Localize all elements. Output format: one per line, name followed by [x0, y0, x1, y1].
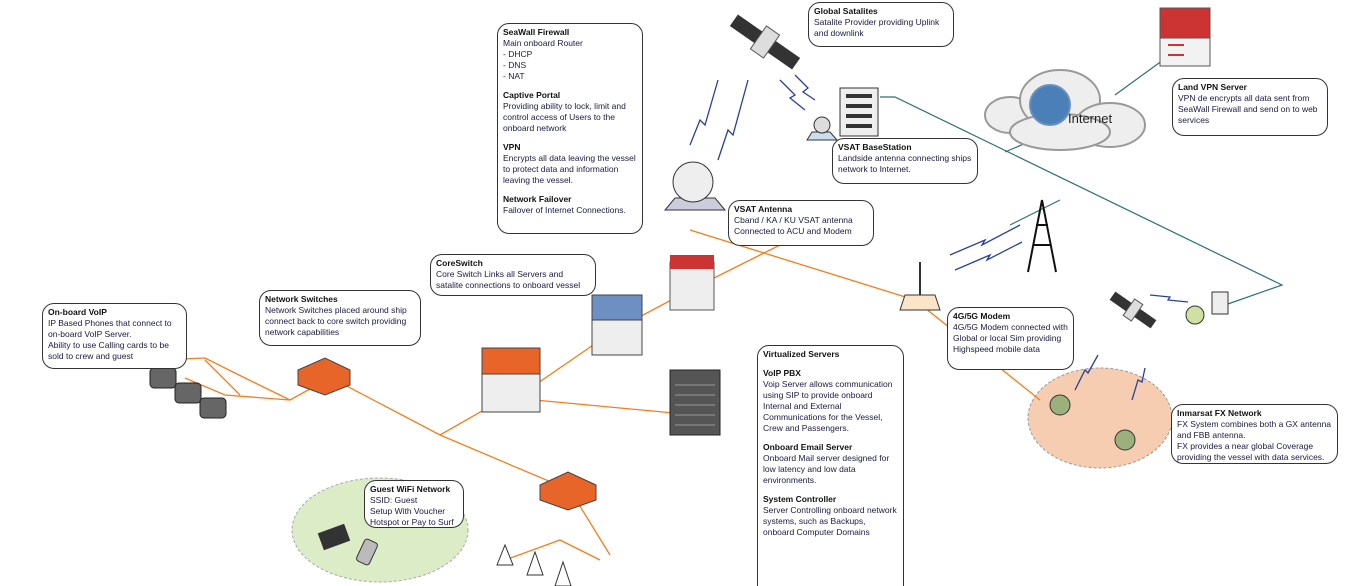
satellite-icon	[1109, 291, 1157, 329]
note-text: IP Based Phones that connect to on-board…	[48, 318, 172, 361]
mobile-phone-icon	[356, 538, 378, 566]
note-title: Network Switches	[265, 294, 338, 304]
global-satellites-note: Global Satalites Satalite Provider provi…	[808, 2, 954, 47]
wireless-bolt	[1131, 367, 1146, 401]
note-text: Voip Server allows communication using S…	[763, 379, 893, 433]
satellite-ground-station-icon	[1185, 291, 1229, 325]
note-text: Satalite Provider providing Uplink and d…	[814, 17, 940, 38]
network-switches-note: Network Switches Network Switches placed…	[259, 290, 421, 346]
coreswitch-note: CoreSwitch Core Switch Links all Servers…	[430, 254, 596, 296]
laptop-icon	[317, 523, 351, 551]
note-title: VSAT Antenna	[734, 204, 793, 214]
note-text: Onboard Mail server designed for low lat…	[763, 453, 890, 485]
cell-tower-icon	[1027, 199, 1057, 273]
server-rack-icon	[669, 369, 721, 436]
virtualized-servers-note: Virtualized Servers VoIP PBX Voip Server…	[757, 345, 904, 586]
note-title: Captive Portal	[503, 90, 561, 100]
note-text: Main onboard Router - DHCP - DNS - NAT	[503, 38, 583, 81]
vsat-antenna-icon	[663, 161, 727, 211]
inmarsat-zone	[1027, 367, 1173, 469]
seawall-firewall-note: SeaWall Firewall Main onboard Router - D…	[497, 23, 643, 234]
ip-phone-icon	[149, 367, 227, 419]
note-title: Global Satalites	[814, 6, 878, 16]
wireless-bolt	[717, 79, 749, 161]
basestation-tower-icon	[839, 87, 879, 137]
inmarsat-note: Inmarsat FX Network FX System combines b…	[1171, 404, 1338, 464]
wireless-links	[689, 74, 1189, 401]
internet-cloud-icon	[984, 69, 1146, 151]
note-title: On-board VoIP	[48, 307, 107, 317]
note-text: Server Controlling onboard network syste…	[763, 505, 897, 537]
note-title: CoreSwitch	[436, 258, 483, 268]
lan-link	[159, 357, 331, 401]
modem-note: 4G/5G Modem 4G/5G Modem connected with G…	[947, 307, 1074, 370]
note-text: SSID: Guest Setup With Voucher Hotspot o…	[370, 495, 454, 527]
lan-link	[504, 539, 601, 561]
note-text: Providing ability to lock, limit and con…	[503, 101, 626, 133]
satellite-icon	[729, 14, 801, 70]
note-title: Guest WiFi Network	[370, 484, 451, 494]
wireless-bolt	[794, 74, 816, 101]
wireless-bolt	[1074, 354, 1099, 391]
wan-link	[880, 96, 1284, 306]
note-title: Virtualized Servers	[763, 349, 840, 359]
firewall-icon	[669, 255, 715, 311]
guest-wifi-note: Guest WiFi Network SSID: Guest Setup Wit…	[364, 480, 464, 528]
dish-icon	[806, 116, 839, 141]
note-title: Onboard Email Server	[763, 442, 853, 452]
wifi-access-point-icon	[496, 543, 572, 586]
wan-link	[1009, 199, 1061, 226]
wireless-bolt	[954, 241, 1023, 271]
note-text: Network Switches placed around ship conn…	[265, 305, 407, 337]
core-switch-icon	[481, 347, 541, 413]
note-text: Cband / KA / KU VSAT antenna Connected t…	[734, 215, 853, 236]
note-title: VPN	[503, 142, 521, 152]
internet-label: Internet	[1068, 111, 1113, 126]
network-switch-icon	[297, 357, 351, 396]
lan-link	[534, 399, 696, 416]
note-title: VoIP PBX	[763, 368, 801, 378]
note-text: Landside antenna connecting ships networ…	[838, 153, 972, 174]
onboard-voip-note: On-board VoIP IP Based Phones that conne…	[42, 303, 187, 369]
lan-links	[159, 229, 1041, 561]
note-title: Land VPN Server	[1178, 82, 1247, 92]
vsat-basestation-note: VSAT BaseStation Landside antenna connec…	[832, 138, 978, 184]
note-text: Core Switch Links all Servers and satali…	[436, 269, 581, 290]
note-text: Encrypts all data leaving the vessel to …	[503, 153, 636, 185]
lan-link	[204, 359, 241, 396]
core-switch-icon	[591, 294, 643, 356]
wireless-bolt	[779, 79, 806, 111]
note-title: Inmarsat FX Network	[1177, 408, 1262, 418]
wireless-bolt	[949, 224, 1021, 256]
vsat-antenna-note: VSAT Antenna Cband / KA / KU VSAT antenn…	[728, 200, 874, 246]
lan-link	[699, 239, 791, 286]
note-text: VPN de encrypts all data sent from SeaWa…	[1178, 93, 1318, 125]
note-text: FX System combines both a GX antenna and…	[1177, 419, 1332, 462]
note-title: System Controller	[763, 494, 837, 504]
network-switch-icon	[539, 471, 597, 511]
note-text: 4G/5G Modem connected with Global or loc…	[953, 322, 1068, 354]
note-title: Network Failover	[503, 194, 572, 204]
wireless-bolt	[1149, 294, 1189, 303]
wireless-bolt	[689, 79, 719, 146]
note-text: Failover of Internet Connections.	[503, 205, 626, 215]
note-title: VSAT BaseStation	[838, 142, 912, 152]
inmarsat-antenna-icon	[1049, 394, 1136, 451]
note-title: 4G/5G Modem	[953, 311, 1011, 321]
land-vpn-note: Land VPN Server VPN de encrypts all data…	[1172, 78, 1328, 136]
note-title: SeaWall Firewall	[503, 27, 570, 37]
land-vpn-server-icon	[1159, 7, 1211, 67]
modem-icon	[899, 262, 941, 311]
